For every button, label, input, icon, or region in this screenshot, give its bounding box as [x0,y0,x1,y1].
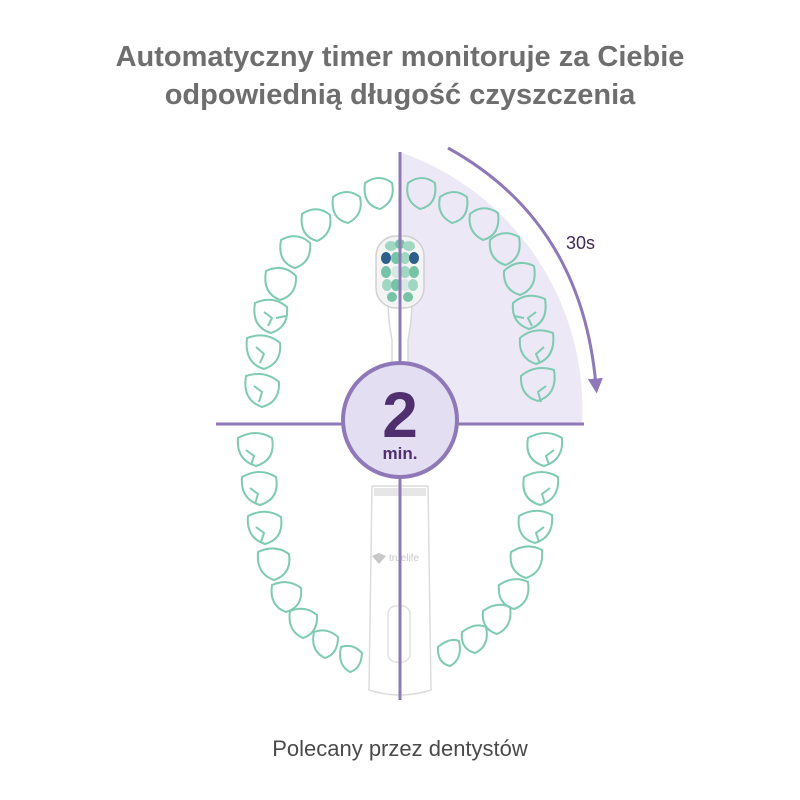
headline-line-1: Automatyczny timer monitoruje za Ciebie [115,41,685,73]
quadrant-time-label: 30s [566,233,595,253]
tooth [363,177,394,211]
footer-caption: Polecany przez dentystów [272,736,528,761]
truelife-logo-icon [372,553,386,564]
arrow-clockwise-icon [447,146,603,394]
headline: Automatyczny timer monitoruje za Ciebie … [0,38,800,114]
timer-circle [341,361,459,479]
brand-text: truelife [389,553,419,564]
upper-teeth [244,177,556,409]
lower-teeth [236,432,564,674]
headline-line-2: odpowiednią długość czyszczenia [164,79,636,111]
timer-unit: min. [383,444,418,463]
bristles [381,239,419,302]
timer-number: 2 [382,379,418,451]
